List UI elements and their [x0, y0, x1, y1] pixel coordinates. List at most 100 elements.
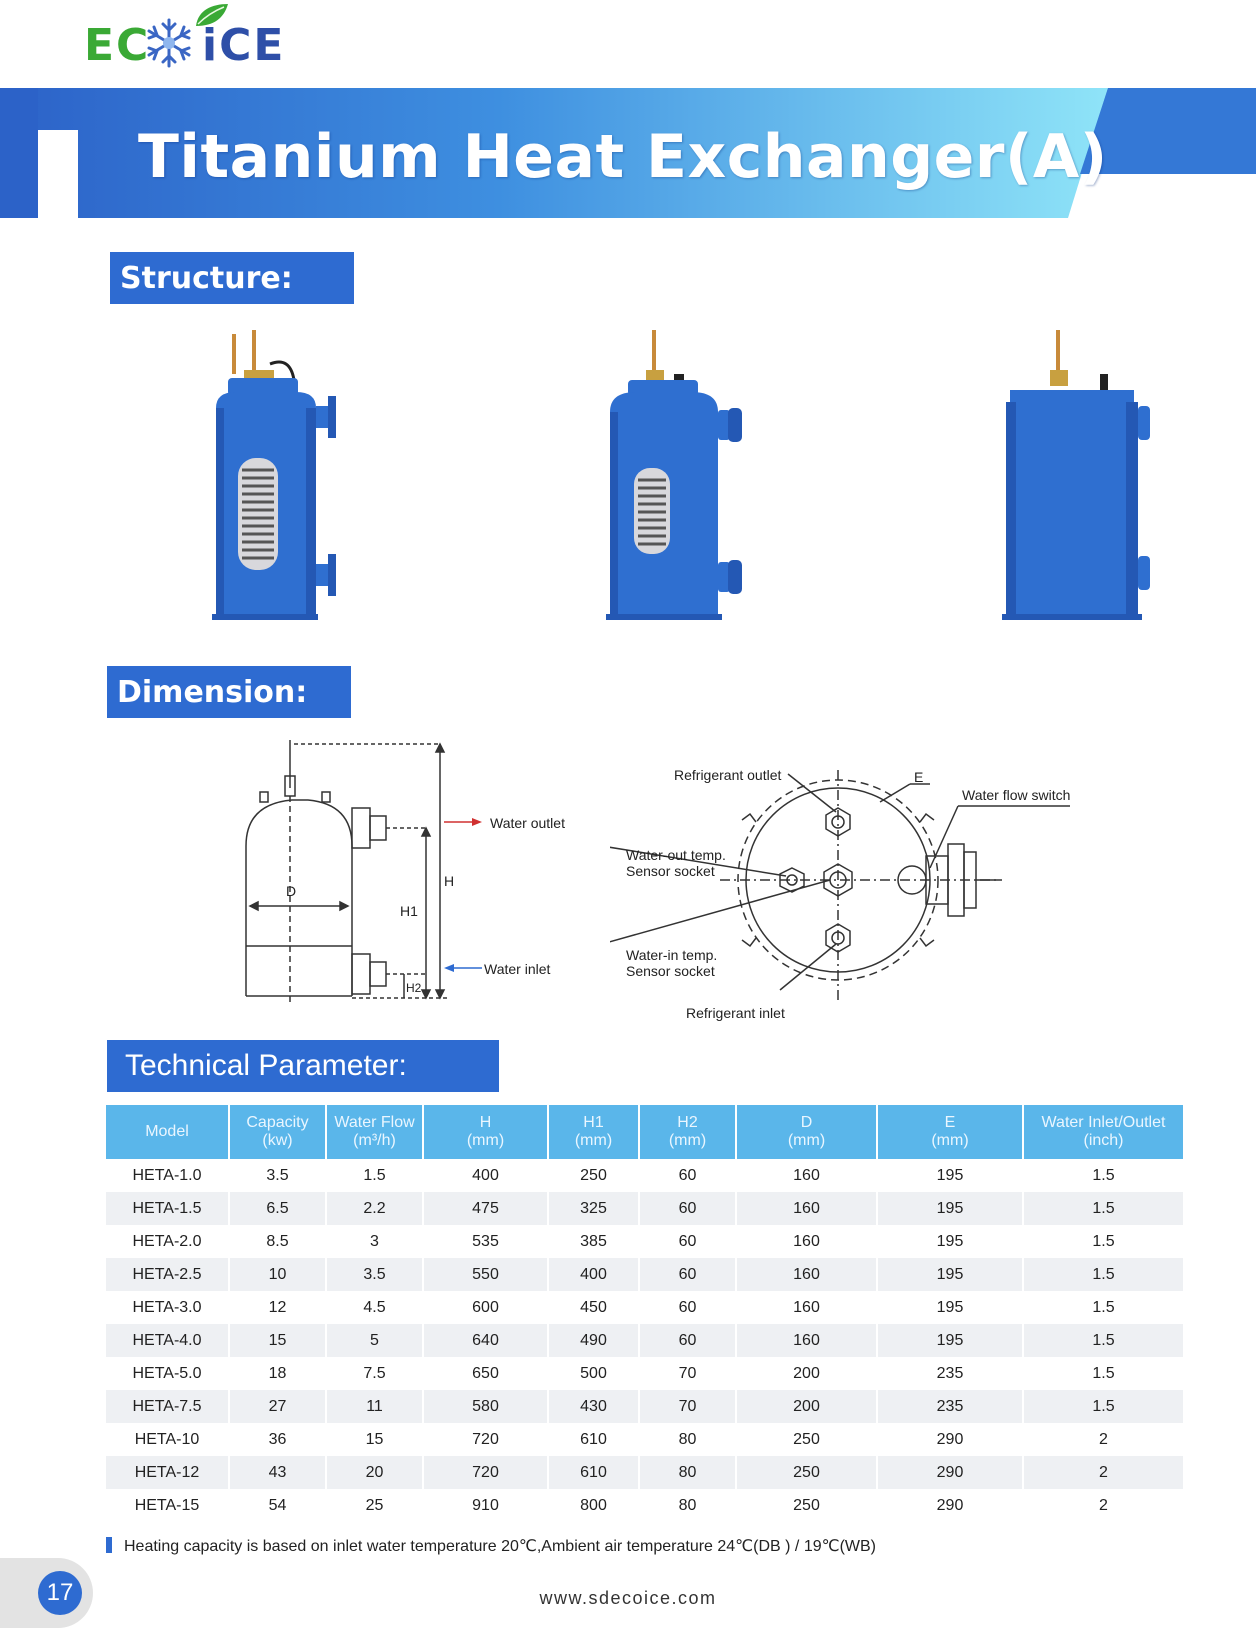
column-header: Water Flow(m³/h) [325, 1105, 423, 1159]
label-e: E [914, 769, 923, 785]
column-header-label: H1 [583, 1114, 604, 1131]
table-cell: 250 [735, 1456, 877, 1489]
table-cell: 1.5 [1022, 1357, 1183, 1390]
model-cell: HETA-5.0 [132, 1364, 202, 1382]
column-header-unit: (mm) [668, 1132, 707, 1149]
model-cell: HETA-1.0 [132, 1166, 202, 1184]
model-cell: HETA-3.0 [132, 1298, 202, 1316]
model-cell: HETA-1.5 [106, 1192, 229, 1225]
label-water-outlet: Water outlet [490, 815, 565, 831]
table-cell: 290 [876, 1489, 1023, 1522]
table-cell: 400 [547, 1258, 639, 1291]
column-header-label: H [479, 1114, 492, 1131]
column-header: Capacity(kw) [228, 1105, 326, 1159]
table-cell: 600 [422, 1291, 548, 1324]
heat-exchanger-closed-icon [1002, 330, 1150, 620]
column-header-label: E [944, 1114, 956, 1131]
table-cell: 160 [735, 1258, 877, 1291]
table-cell: 160 [735, 1159, 877, 1192]
label-water-inlet: Water inlet [484, 961, 551, 977]
table-cell: 80 [638, 1423, 736, 1456]
table-cell: 195 [876, 1159, 1023, 1192]
label-water-in-temp: Water-in temp. [626, 947, 717, 963]
label-refrigerant-inlet: Refrigerant inlet [686, 1005, 785, 1021]
column-header-unit: (inch) [1083, 1132, 1124, 1149]
column-header-label: Capacity [246, 1114, 309, 1131]
table-cell: 11 [325, 1390, 423, 1423]
table-cell: 80 [638, 1456, 736, 1489]
table-cell: 20 [325, 1456, 423, 1489]
column-header: E(mm) [876, 1105, 1023, 1159]
table-cell: 1.5 [1022, 1324, 1183, 1357]
column-header: Water Inlet/Outlet(inch) [1022, 1105, 1183, 1159]
column-header-unit: (mm) [931, 1132, 969, 1149]
label-water-in-sensor: Sensor socket [626, 963, 715, 979]
table-cell: 60 [638, 1159, 736, 1192]
logo-text-eco: EC [84, 20, 151, 71]
model-cell: HETA-10 [134, 1430, 200, 1448]
table-cell: 550 [422, 1258, 548, 1291]
table-cell: 325 [547, 1192, 639, 1225]
table-cell: 160 [735, 1192, 877, 1225]
table-cell: 910 [422, 1489, 548, 1522]
capacity-note: Heating capacity is based on inlet water… [106, 1536, 876, 1556]
ecoice-logo: EC iCE [84, 4, 286, 71]
table-cell: 27 [228, 1390, 326, 1423]
table-cell: 1.5 [1022, 1192, 1183, 1225]
table-cell: 250 [547, 1159, 639, 1192]
table-cell: 43 [228, 1456, 326, 1489]
table-cell: 610 [547, 1423, 639, 1456]
leaf-icon [196, 4, 228, 26]
table-cell: 235 [876, 1390, 1023, 1423]
table-cell: 500 [547, 1357, 639, 1390]
table-cell: 195 [876, 1258, 1023, 1291]
logo-text-ice: iCE [202, 20, 286, 71]
table-cell: 70 [638, 1357, 736, 1390]
page-number: 17 [38, 1571, 82, 1615]
table-cell: 2 [1022, 1456, 1183, 1489]
table-cell: 5 [325, 1324, 423, 1357]
title-banner [0, 88, 1256, 218]
table-cell: 640 [422, 1324, 548, 1357]
table-cell: 235 [876, 1357, 1023, 1390]
table-cell: 18 [228, 1357, 326, 1390]
table-cell: 195 [876, 1291, 1023, 1324]
table-cell: 200 [735, 1357, 877, 1390]
table-cell: 490 [547, 1324, 639, 1357]
table-cell: 8.5 [228, 1225, 326, 1258]
column-header: H1(mm) [547, 1105, 639, 1159]
table-cell: 1.5 [1022, 1225, 1183, 1258]
table-cell: 15 [228, 1324, 326, 1357]
table-cell: 4.5 [325, 1291, 423, 1324]
label-refrigerant-outlet: Refrigerant outlet [674, 767, 782, 783]
label-h1: H1 [400, 903, 418, 919]
table-cell: 475 [422, 1192, 548, 1225]
table-cell: 1.5 [325, 1159, 423, 1192]
column-header-unit: (mm) [466, 1132, 505, 1149]
note-marker [106, 1537, 112, 1553]
column-header-label: D [800, 1114, 813, 1131]
model-cell: HETA-15 [134, 1496, 200, 1514]
table-cell: 2 [1022, 1489, 1183, 1522]
table-cell: 290 [876, 1456, 1023, 1489]
table-cell: 60 [638, 1291, 736, 1324]
table-cell: 160 [735, 1324, 877, 1357]
table-cell: 2.2 [325, 1192, 423, 1225]
section-technical-parameter: Technical Parameter: [107, 1040, 499, 1092]
section-structure: Structure: [110, 252, 354, 304]
section-dimension: Dimension: [107, 666, 351, 718]
table-cell: 195 [876, 1225, 1023, 1258]
heat-exchanger-flanged-icon [212, 330, 336, 620]
website-url[interactable]: www.sdecoice.com [539, 1588, 717, 1608]
table-cell: 25 [325, 1489, 423, 1522]
